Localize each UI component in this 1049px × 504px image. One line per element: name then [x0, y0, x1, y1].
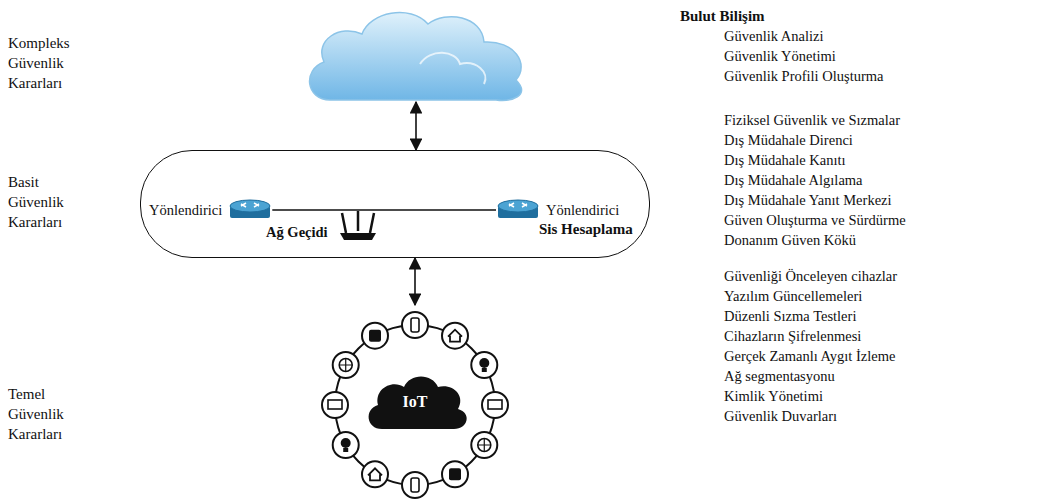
list-item: Ağ segmentasyonu [724, 366, 835, 386]
gateway-node: Ağ Geçidi [266, 211, 378, 241]
gateway-label: Ağ Geçidi [266, 224, 328, 241]
router-icon [228, 197, 272, 223]
router-icon [496, 197, 540, 223]
router-label: Yönlendirici [546, 202, 619, 219]
list-item: Yazılım Güncellemeleri [724, 286, 862, 306]
gateway-icon [338, 211, 378, 241]
list-item: Güvenlik Profili Oluşturma [724, 66, 884, 86]
connector [414, 258, 416, 305]
list-item: Güvenlik Yönetimi [724, 46, 836, 66]
iot-center-text: IoT [320, 393, 510, 411]
list-item: Güvenlik Analizi [724, 26, 823, 46]
list-item: Dış Müdahale Direnci [724, 130, 853, 150]
tier-label: Kompleks Güvenlik Kararları [8, 33, 88, 93]
list-item: Dış Müdahale Algılama [724, 170, 863, 190]
tier-label: Temel Güvenlik Kararları [8, 384, 88, 444]
list-item: Kimlik Yönetimi [724, 386, 823, 406]
router-label: Yönlendirici [149, 202, 222, 219]
list-item: Dış Müdahale Yanıt Merkezi [724, 190, 892, 210]
iot-ring: IoT [320, 305, 510, 501]
list-item: Cihazların Şifrelenmesi [724, 326, 861, 346]
list-item: Dış Müdahale Kanıtı [724, 150, 846, 170]
cloud-shape [300, 4, 532, 102]
tier-label: Basit Güvenlik Kararları [8, 172, 88, 232]
connector [272, 209, 496, 211]
list-item: Güvenlik Duvarları [724, 406, 837, 426]
list-item: Donanım Güven Kökü [724, 230, 856, 250]
cloud-node: Bulut Bilişim [300, 4, 532, 102]
fog-heading: Sis Hesaplama [539, 221, 633, 238]
list-item: Güven Oluşturma ve Sürdürme [724, 210, 906, 230]
router-node: Yönlendirici [149, 197, 272, 223]
router-node: Yönlendirici [496, 197, 619, 223]
list-item: Fiziksel Güvenlik ve Sızmalar [724, 110, 900, 130]
cloud-heading: Bulut Bilişim [680, 8, 765, 25]
list-item: Gerçek Zamanlı Aygıt İzleme [724, 346, 895, 366]
connector [415, 102, 417, 150]
list-item: Düzenli Sızma Testleri [724, 306, 856, 326]
list-item: Güvenliği Önceleyen cihazlar [724, 266, 897, 286]
fog-band: Sis Hesaplama Yönlendirici Yönlendirici Ağ … [140, 150, 650, 258]
